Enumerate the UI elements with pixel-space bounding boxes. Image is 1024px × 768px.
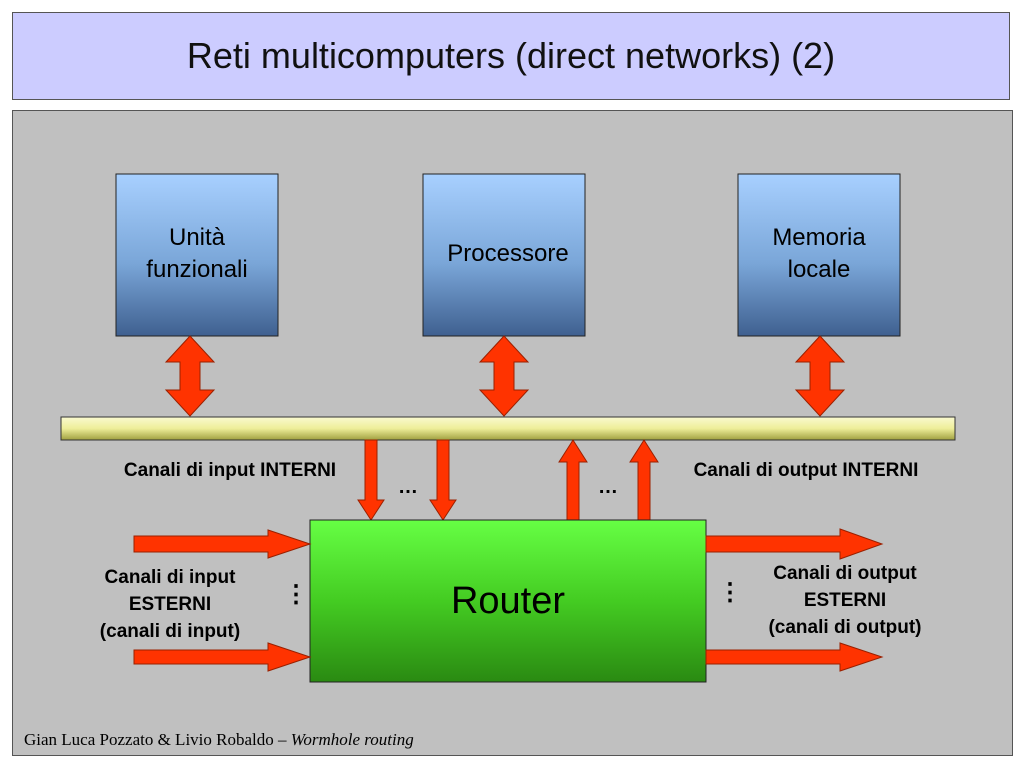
box-processore (422, 173, 586, 337)
arrow-input-internal-1 (357, 439, 385, 521)
router-box (309, 519, 707, 683)
slide-title: Reti multicomputers (direct networks) (2… (186, 35, 836, 76)
label-input-external-line3: (canali di input) (99, 621, 241, 642)
title-bar: Reti multicomputers (direct networks) (2… (12, 12, 1010, 100)
box-label-memoria: Memoria locale (772, 224, 866, 283)
label-output-external-line1: Canali di output (773, 563, 917, 584)
arrow-output-internal-2 (629, 439, 659, 521)
footer-topic: Wormhole routing (290, 730, 414, 749)
label-output-external: Canali di output ESTERNI (canali di outp… (740, 560, 950, 641)
box-memoria-locale (737, 173, 901, 337)
double-arrow-processore (478, 335, 530, 417)
arrow-output-external-1 (705, 528, 884, 560)
label-input-external-line2: ESTERNI (128, 594, 212, 615)
box-unita-funzionali (115, 173, 279, 337)
label-output-external-line3: (canali di output) (768, 617, 922, 638)
arrow-output-external-2 (705, 642, 884, 672)
ellipsis-output-internal: … (598, 476, 618, 498)
label-input-external-line1: Canali di input (104, 567, 236, 588)
box-label-unita: Unità funzionali (146, 224, 248, 283)
label-output-external-line2: ESTERNI (803, 590, 887, 611)
label-input-internal: Canali di input INTERNI (123, 460, 337, 481)
arrow-input-external-2 (133, 642, 312, 672)
arrow-input-external-1 (133, 529, 312, 559)
arrow-output-internal-1 (558, 439, 588, 521)
label-output-internal: Canali di output INTERNI (693, 460, 919, 481)
footer-authors: Gian Luca Pozzato & Livio Robaldo – (24, 730, 291, 749)
internal-bus (60, 416, 956, 441)
arrow-input-internal-2 (429, 439, 457, 521)
slide-footer: Gian Luca Pozzato & Livio Robaldo – Worm… (24, 730, 414, 750)
box-label-processore: Processore (447, 240, 569, 267)
label-input-external: Canali di input ESTERNI (canali di input… (70, 564, 270, 645)
double-arrow-unita (164, 335, 216, 417)
double-arrow-memoria (794, 335, 846, 417)
ellipsis-output-external: ⋮ (718, 579, 742, 606)
router-label: Router (450, 579, 566, 622)
ellipsis-input-external: ⋮ (284, 581, 308, 608)
ellipsis-input-internal: … (398, 476, 418, 498)
